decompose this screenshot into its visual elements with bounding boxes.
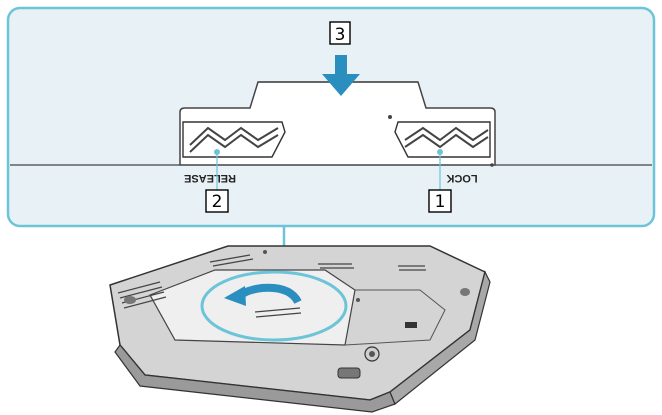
lock-latch: LOCK [388, 115, 494, 184]
callout-2-text: 2 [212, 192, 223, 212]
laptop-underside [109, 245, 491, 413]
lock-label: LOCK [446, 172, 477, 184]
callout-3-text: 3 [335, 25, 346, 45]
callout-3: 3 [329, 21, 351, 45]
battery-highlight [200, 270, 348, 342]
callout-1-text: 1 [435, 192, 446, 212]
lock-dot-icon [388, 115, 392, 119]
zigzag-latch-icon [404, 126, 489, 149]
release-latch: RELEASE [182, 121, 286, 184]
zigzag-latch-icon [189, 126, 279, 153]
release-label: RELEASE [184, 172, 236, 184]
callout-2: 2 [205, 189, 229, 213]
curved-arrow-left-icon [224, 283, 302, 306]
callout-1: 1 [428, 189, 452, 213]
arrow-down-icon [322, 55, 360, 96]
